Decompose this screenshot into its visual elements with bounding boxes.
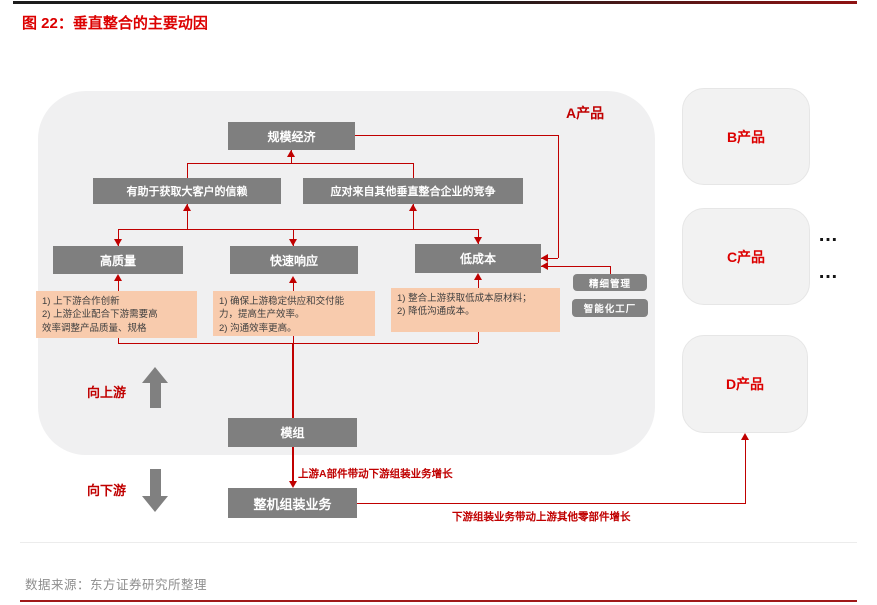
connector-line [745,440,746,503]
ellipsis-top: … [818,224,839,246]
arrowhead [409,204,417,211]
node-competition: 应对来自其他垂直整合企业的竞争 [303,178,523,204]
up-arrow-icon [142,367,168,408]
connector-line [118,229,119,246]
node-high-quality: 高质量 [53,246,183,274]
node-scale-economy: 规模经济 [228,122,355,150]
downstream-label: 向下游 [87,483,127,498]
note-fast-response: 1) 确保上游稳定供应和交付能 力，提高生产效率。 2) 沟通效率更高。 [213,291,375,336]
connector-line [413,204,414,229]
figure-title: 图 22：垂直整合的主要动因 [22,15,208,32]
connector-line [610,266,611,275]
upstream-label: 向上游 [87,385,127,400]
flow-label-module-to-assembly: 上游A部件带动下游组装业务增长 [298,468,453,480]
ellipsis-bottom: … [818,261,839,283]
connector-line [478,229,479,244]
connector-line [293,229,294,246]
arrowhead [287,150,295,157]
connector-line [541,266,610,267]
arrowhead [541,262,548,270]
arrowhead [289,481,297,488]
data-source: 数据来源：东方证券研究所整理 [25,578,208,592]
arrowhead [474,237,482,244]
arrowhead [183,204,191,211]
node-assembly: 整机组装业务 [228,488,357,518]
connector-line [292,343,294,418]
product-b-box: B产品 [682,88,810,185]
connector-line [558,135,559,258]
node-module: 模组 [228,418,357,447]
note-low-cost: 1) 整合上游获取低成本原材料； 2) 降低沟通成本。 [391,288,560,332]
product-a-label: A产品 [566,105,605,121]
arrowhead [741,433,749,440]
source-divider [20,542,857,543]
node-customer-trust: 有助于获取大客户的信赖 [93,178,281,204]
arrowhead [541,254,548,262]
node-smart-factory: 智能化工厂 [572,299,648,317]
arrowhead [474,273,482,280]
note-high-quality: 1) 上下游合作创新 2) 上游企业配合下游需要高 效率调整产品质量、规格 [36,291,197,338]
arrowhead [114,239,122,246]
connector-line [413,163,414,178]
connector-line [187,163,413,164]
arrowhead [289,276,297,283]
node-fast-response: 快速响应 [230,246,358,274]
top-rule [13,1,857,4]
connector-line [187,163,188,178]
connector-line [355,135,558,136]
node-fine-management: 精细管理 [573,274,647,291]
connector-line [187,204,188,229]
connector-line [541,258,558,259]
bottom-rule [20,600,857,602]
node-low-cost: 低成本 [415,244,541,273]
product-d-box: D产品 [682,335,808,433]
arrowhead [289,239,297,246]
arrowhead [114,274,122,281]
connector-line [292,447,294,483]
connector-line [118,343,478,344]
flow-label-assembly-to-products: 下游组装业务带动上游其他零部件增长 [452,511,631,523]
down-arrow-icon [142,469,168,512]
product-c-box: C产品 [682,208,810,305]
connector-line [357,503,746,504]
connector-line [118,229,478,230]
